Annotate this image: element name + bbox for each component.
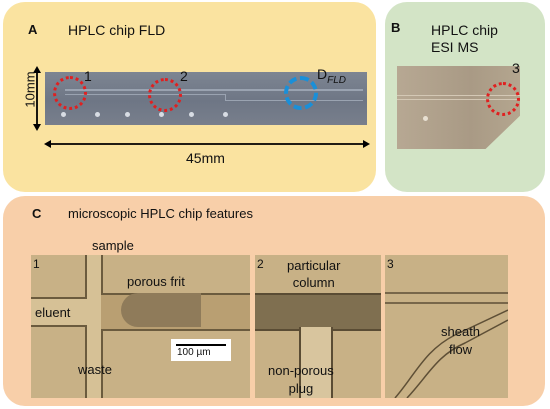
width-dimension-label: 45mm — [186, 150, 225, 166]
marker-label-2: 2 — [180, 68, 188, 84]
chip-channel — [215, 94, 226, 101]
chip-channel — [397, 95, 520, 96]
non-porous-plug-label: non-porous plug — [268, 362, 334, 398]
chip-port — [159, 112, 164, 117]
arrow-head-icon — [33, 124, 41, 131]
particular-column-label: particular column — [287, 257, 340, 291]
chip-channel — [397, 99, 520, 100]
panel-a-label: A — [28, 22, 38, 37]
channel-wall — [406, 319, 508, 398]
non-porous-plug-label-line1: non-porous — [268, 363, 334, 378]
sheath-flow-label: sheath flow — [441, 323, 480, 359]
panel-b-label: B — [391, 20, 401, 35]
micrograph-2-number: 2 — [257, 257, 264, 271]
chip-port — [423, 116, 428, 121]
sheath-flow-channels — [385, 292, 508, 398]
detector-label-main: D — [317, 66, 328, 82]
chip-port — [95, 112, 100, 117]
sheath-flow-label-line2: flow — [448, 342, 473, 357]
micrograph-3-number: 3 — [387, 257, 394, 271]
arrow-head-icon — [363, 140, 370, 148]
chip-port — [223, 112, 228, 117]
non-porous-plug — [299, 327, 333, 398]
panel-a-title: HPLC chip FLD — [68, 22, 166, 38]
scale-bar — [176, 344, 226, 346]
micrograph-2: 2 particular column — [255, 255, 381, 398]
chip-channel — [65, 94, 215, 95]
height-dimension-label: 10mm — [22, 71, 38, 108]
arrow-head-icon — [33, 66, 41, 73]
detector-circle — [284, 76, 318, 110]
particular-column-label-line2: column — [292, 275, 335, 290]
panel-b-title: HPLC chip ESI MS — [431, 22, 498, 56]
arrow-head-icon — [44, 140, 51, 148]
micrograph-3: 3 sheath flow — [385, 255, 508, 398]
panel-c-label: C — [32, 206, 42, 221]
marker-label-3: 3 — [512, 60, 520, 76]
chip-port — [61, 112, 66, 117]
porous-frit-label: porous frit — [127, 274, 185, 289]
detector-label-sub: FLD — [327, 74, 347, 86]
eluent-label: eluent — [35, 305, 71, 320]
waste-label: waste — [78, 362, 112, 377]
panel-b-title-line1: HPLC chip — [431, 22, 498, 38]
porous-frit — [121, 293, 201, 327]
sheath-flow-label-line1: sheath — [441, 324, 481, 339]
eluent-channel — [31, 297, 87, 327]
marker-circle-1 — [53, 76, 87, 110]
detector-label: DFLD — [317, 66, 346, 86]
non-porous-plug-label-line2: plug — [288, 381, 314, 396]
panel-c-title: microscopic HPLC chip features — [68, 206, 253, 221]
sample-label: sample — [92, 238, 134, 253]
particular-column — [255, 293, 381, 331]
marker-circle-3 — [486, 82, 520, 116]
chip-port — [125, 112, 130, 117]
micrograph-1: 1 porous frit eluent 100 µm — [31, 255, 250, 398]
micrograph-1-number: 1 — [33, 257, 40, 271]
particular-column-label-line1: particular — [287, 258, 341, 273]
marker-circle-2 — [148, 78, 182, 112]
chip-port — [189, 112, 194, 117]
scale-bar-box: 100 µm — [171, 339, 231, 361]
channel-wall — [394, 309, 508, 398]
marker-label-1: 1 — [84, 68, 92, 84]
scale-bar-label: 100 µm — [177, 347, 211, 358]
chip-channel — [65, 89, 363, 91]
panel-b-title-line2: ESI MS — [431, 39, 479, 55]
